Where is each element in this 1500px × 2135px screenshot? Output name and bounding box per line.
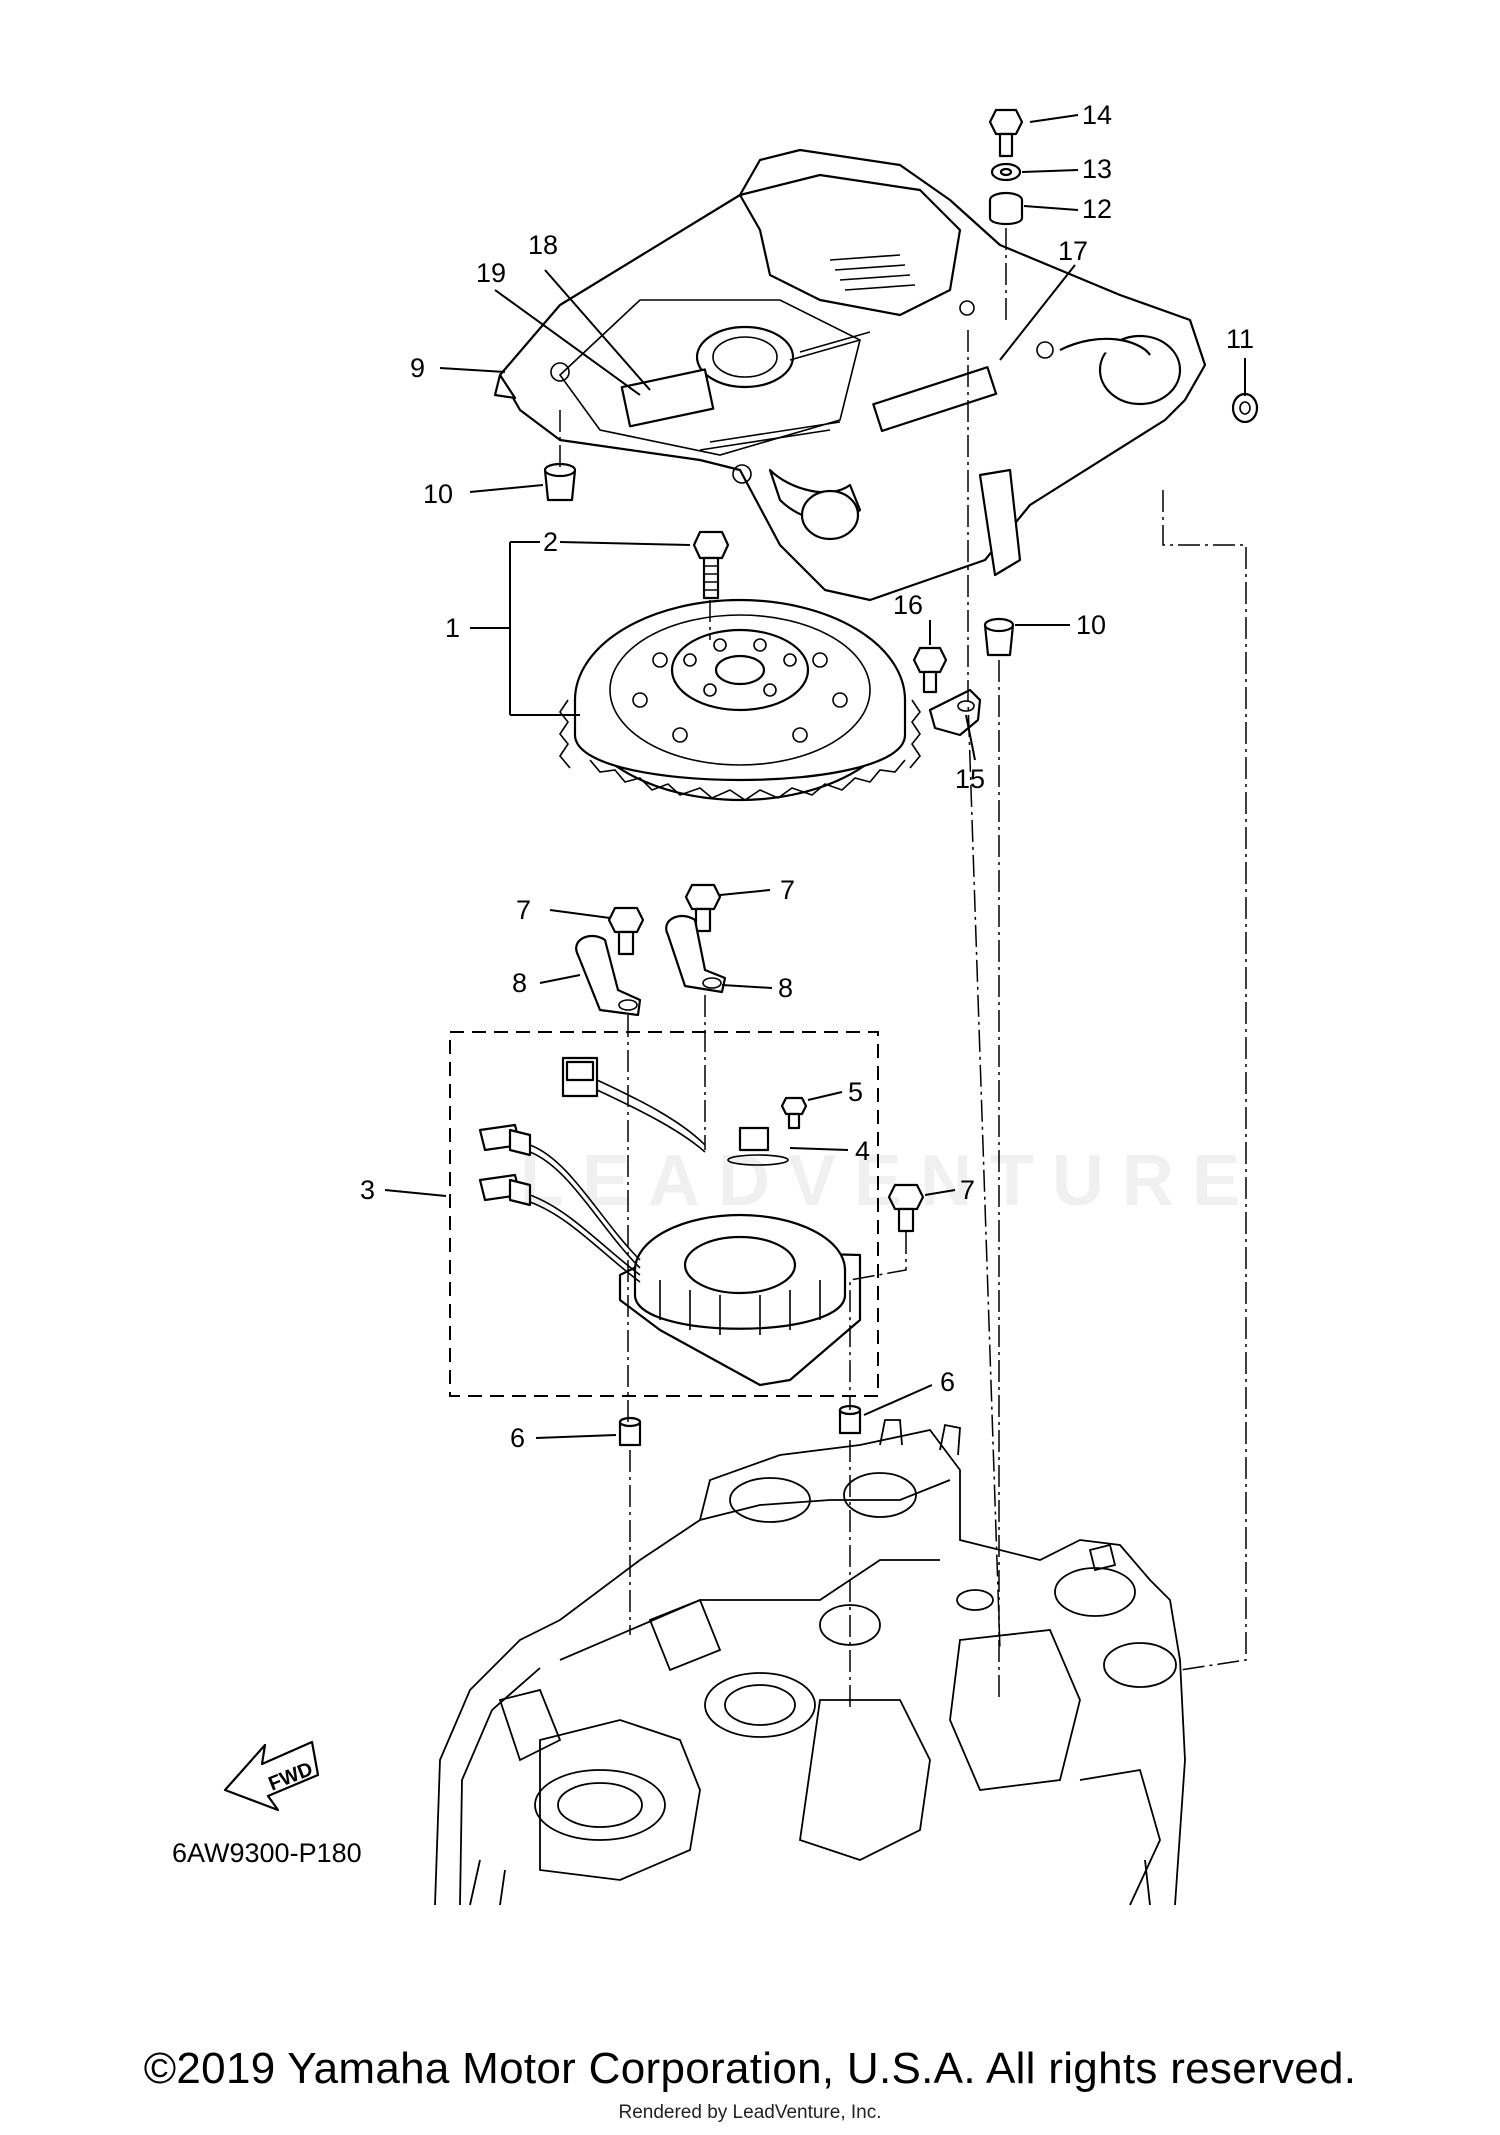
callout-11: 11: [1226, 324, 1254, 354]
callout-15: 15: [955, 764, 985, 794]
callout-6-right: 6: [940, 1367, 955, 1397]
callout-3: 3: [360, 1175, 375, 1205]
engine-block: [434, 1419, 1186, 1906]
stator-assembly: [478, 1056, 862, 1387]
callout-17: 17: [1058, 236, 1088, 266]
flywheel-cover: [493, 148, 1207, 602]
dowel-pins: [618, 1404, 862, 1447]
callout-13: 13: [1082, 154, 1112, 184]
rendered-by-credit: Rendered by LeadVenture, Inc.: [618, 2102, 882, 2123]
callout-2: 2: [543, 527, 558, 557]
callout-10-right: 10: [1076, 610, 1106, 640]
callout-8-left: 8: [512, 968, 527, 998]
copyright-notice: ©2019 Yamaha Motor Corporation, U.S.A. A…: [143, 2044, 1357, 2093]
callout-16: 16: [893, 590, 923, 620]
fwd-arrow-icon: FWD: [223, 1740, 320, 1812]
flywheel: [559, 598, 921, 802]
callout-4: 4: [855, 1136, 870, 1166]
watermark: LEADVENTURE: [520, 1141, 1259, 1221]
callout-labels: 14 13 12 17 18 19 9 11 10 2 1 16 10 15 7…: [360, 100, 1254, 1453]
callout-6-left: 6: [510, 1423, 525, 1453]
callout-7-right: 7: [960, 1175, 975, 1205]
callout-14: 14: [1082, 100, 1112, 130]
callout-12: 12: [1082, 194, 1112, 224]
callout-7-left: 7: [516, 895, 531, 925]
diagram-code: 6AW9300-P180: [172, 1838, 362, 1868]
alignment-lines: [559, 228, 1247, 1710]
callout-7-mid: 7: [780, 875, 795, 905]
callout-1: 1: [445, 613, 460, 643]
callout-19: 19: [476, 258, 506, 288]
callout-9: 9: [410, 353, 425, 383]
leader-lines: [384, 114, 1246, 1439]
callout-10-left: 10: [423, 479, 453, 509]
clamp-bolt-group: [575, 883, 925, 1233]
callout-18: 18: [528, 230, 558, 260]
callout-5: 5: [848, 1077, 863, 1107]
callout-8-right: 8: [778, 973, 793, 1003]
